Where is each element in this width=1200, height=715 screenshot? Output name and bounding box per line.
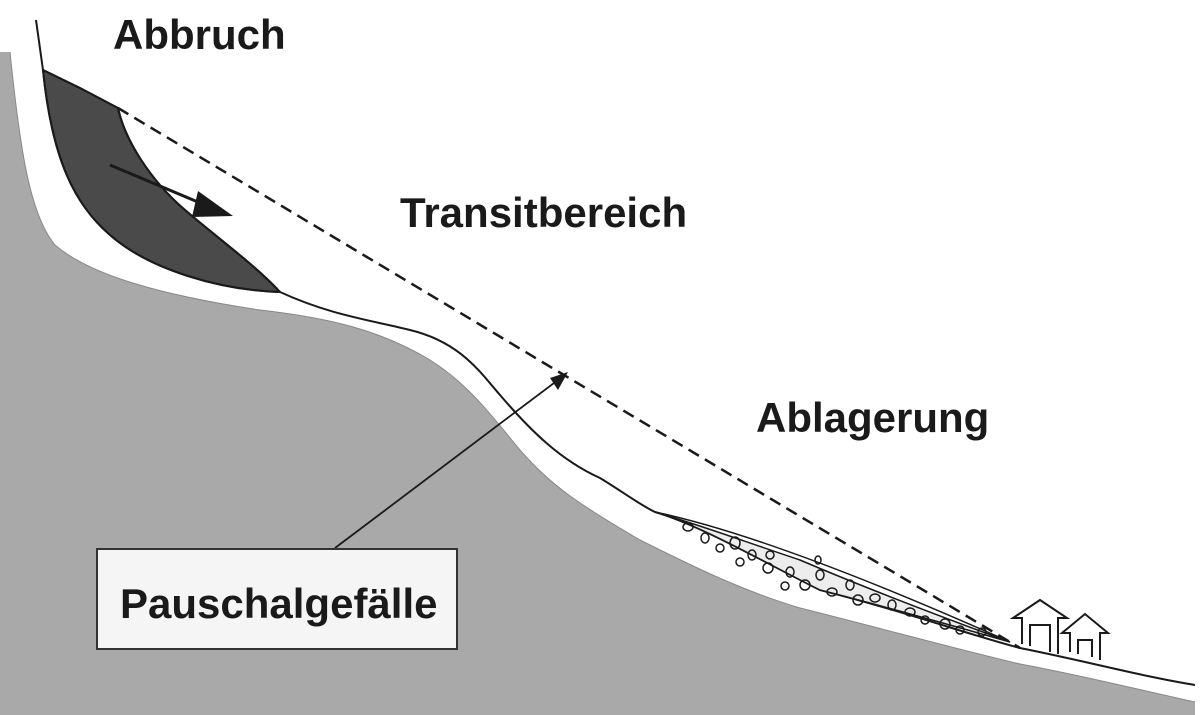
scarp-line <box>35 19 44 71</box>
transit-zone-label: Transitbereich <box>400 189 688 236</box>
leader-arrow <box>334 372 568 549</box>
overall-slope-label-box <box>96 548 458 650</box>
house-icon <box>1059 612 1111 660</box>
overall-slope-line <box>117 106 1021 650</box>
deposit-boulders <box>682 522 987 637</box>
ground-surface <box>42 69 1196 686</box>
overall-slope-label: Pauschalgefälle <box>120 580 438 627</box>
house-icon <box>1009 598 1071 654</box>
release-surface-under <box>42 69 281 293</box>
release-zone-label: Abbruch <box>113 11 286 58</box>
arrow-icon <box>109 163 233 217</box>
terrain-base-line <box>9 51 1196 703</box>
deposition-zone-label: Ablagerung <box>756 394 990 441</box>
deposit-top <box>654 511 1011 643</box>
